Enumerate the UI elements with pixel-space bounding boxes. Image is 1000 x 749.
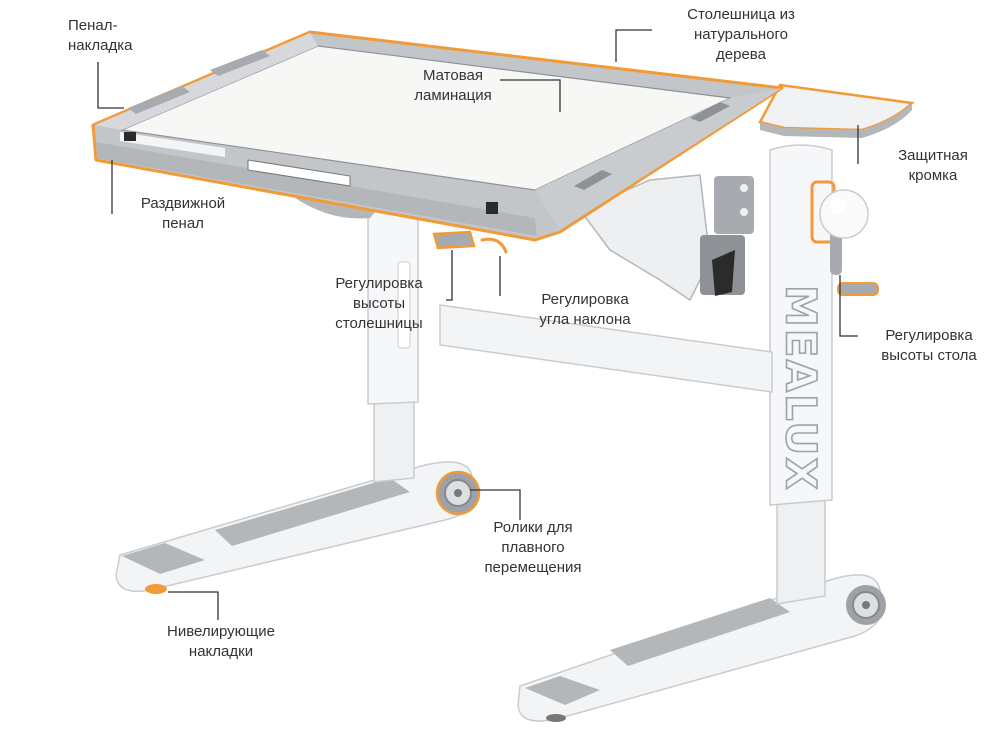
right-rail-slot-2	[690, 102, 730, 122]
leader-rollers	[470, 489, 521, 520]
leader-wooden-top	[615, 29, 652, 62]
leader-top-height	[446, 250, 453, 301]
label-tilt-angle-adjust: Регулировка угла наклона	[539, 291, 631, 328]
label-sliding-pencil-case: Раздвижной пенал	[140, 195, 226, 232]
right-foot-grey-strip	[610, 598, 790, 666]
leader-leveling	[168, 591, 219, 620]
label-rollers: Ролики для плавного перемещения	[484, 519, 582, 576]
label-desk-height-adjust: Регулировка высоты стола	[881, 327, 977, 364]
pencil-cover-slot-2	[210, 50, 270, 76]
tilt-mechanism	[578, 174, 754, 302]
top-height-slot	[397, 261, 411, 349]
leader-matte-lamination	[500, 79, 561, 112]
leader-pencil-cover	[97, 62, 124, 109]
label-wooden-top: Столешница из натурального дерева	[687, 6, 795, 63]
right-base-foot	[517, 574, 883, 722]
right-foot-grey-pad	[525, 676, 600, 705]
leader-lines	[97, 29, 859, 620]
right-side-rail	[535, 88, 782, 230]
top-height-lever[interactable]	[432, 230, 476, 250]
right-rail-slot-1	[574, 170, 612, 190]
height-crank[interactable]	[810, 180, 879, 296]
label-matte-lamination: Матовая ламинация	[414, 67, 492, 104]
column-brand-text: MEALUX	[777, 285, 826, 492]
left-foot-grey-strip	[215, 478, 410, 546]
label-pencil-cover: Пенал- накладка	[68, 17, 133, 54]
pencil-cover-slot-1	[128, 86, 190, 114]
front-notch-left	[124, 132, 136, 141]
tilt-angle-lever[interactable]	[480, 237, 508, 254]
pencil-case-drawer	[247, 159, 351, 187]
label-top-height-adjust: Регулировка высоты столешницы	[335, 275, 423, 332]
label-leveling-pads: Нивелирующие накладки	[167, 623, 275, 660]
left-column-lower	[373, 399, 415, 483]
leveling-pad-left	[145, 584, 167, 594]
right-column-upper	[769, 144, 833, 506]
right-column-lower	[776, 499, 826, 605]
pencil-case-drawer-2	[120, 132, 225, 157]
leader-desk-height	[839, 275, 858, 337]
crossbar	[439, 304, 773, 393]
label-protective-edge: Защитная кромка	[898, 147, 968, 184]
roller-left	[435, 470, 481, 516]
front-notch-right	[486, 202, 498, 214]
protective-edge-strip	[760, 103, 912, 138]
leveling-pad-right	[546, 714, 566, 722]
left-foot-grey-pad	[122, 543, 205, 574]
roller-right	[846, 585, 886, 625]
sliding-pencil-case[interactable]	[96, 142, 537, 236]
left-underside-bracket	[292, 196, 380, 219]
